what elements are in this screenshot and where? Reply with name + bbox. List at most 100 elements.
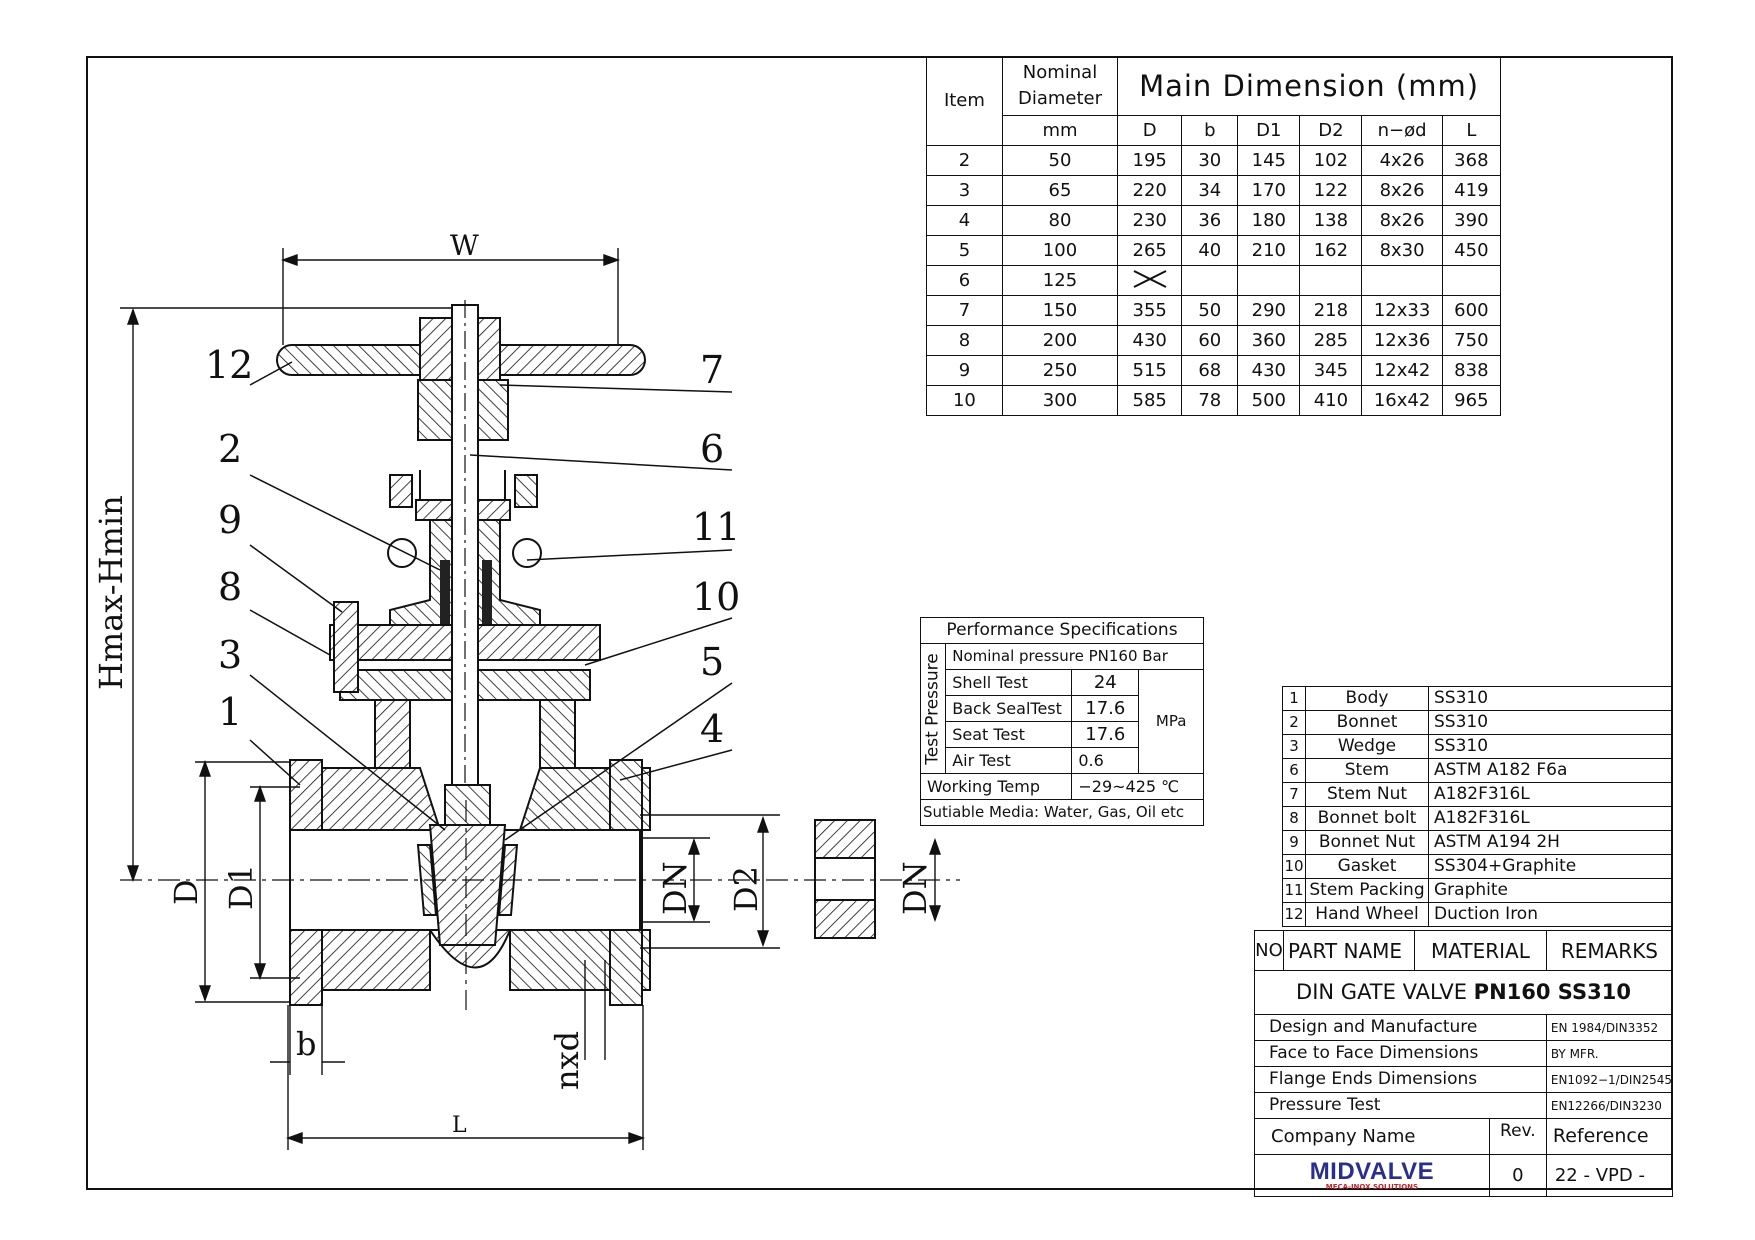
handwheel-left: [276, 344, 421, 376]
part-material: ASTM A194 2H: [1428, 830, 1673, 855]
dimension-cell: 8x26: [1361, 175, 1443, 206]
part-name: Bonnet: [1305, 710, 1429, 735]
company-logo: MIDVALVE MECA-INOX SOLUTIONS: [1254, 1154, 1490, 1197]
standard-value: BY MFR.: [1545, 1040, 1674, 1067]
valve-drawing: 12 7 6 2 11 9 8 10 3 5 1 4 W Hmax-Hmin D…: [92, 229, 960, 1150]
dimension-cell: 200: [1001, 325, 1119, 356]
dimension-cell: 430: [1237, 355, 1301, 386]
dimension-cell: 100: [1001, 235, 1119, 266]
part-no: 6: [1282, 758, 1306, 783]
test-pressure-label: Test Pressure: [919, 643, 947, 774]
dimension-cell: 10: [926, 385, 1003, 416]
dimension-cell: 500: [1237, 385, 1301, 416]
dimension-cell: 410: [1299, 385, 1363, 416]
standard-label: Flange Ends Dimensions: [1254, 1066, 1547, 1093]
dimension-cell: 195: [1117, 145, 1183, 176]
dimension-cell: 122: [1299, 175, 1363, 206]
part-no: 1: [1282, 686, 1306, 711]
callout-8: 8: [218, 565, 242, 609]
header-material: MATERIAL: [1414, 930, 1547, 971]
dimension-cell: 78: [1181, 385, 1239, 416]
dimension-cell: 170: [1237, 175, 1301, 206]
standard-label: Pressure Test: [1254, 1092, 1547, 1119]
dimension-cell: 40: [1181, 235, 1239, 266]
col-nominal-header: Nominal Diameter: [1001, 56, 1119, 116]
dimension-cell: 68: [1181, 355, 1239, 386]
working-temp-value: −29~425 ℃: [1071, 773, 1204, 800]
dim-label-d: D: [167, 879, 205, 905]
dim-label-d2: D2: [727, 866, 765, 912]
performance-table: Performance Specifications Test Pressure…: [919, 617, 1204, 826]
test-value: 17.6: [1071, 695, 1140, 722]
dimension-cell: [1237, 265, 1301, 296]
part-name: Gasket: [1305, 854, 1429, 879]
dimension-cell: 8x26: [1361, 205, 1443, 236]
test-name: Seat Test: [945, 721, 1073, 748]
company-name-label: Company Name: [1254, 1118, 1490, 1155]
part-material: SS310: [1428, 686, 1673, 711]
part-name: Stem Nut: [1305, 782, 1429, 807]
dimension-cell: 16x42: [1361, 385, 1443, 416]
dimension-cell: 230: [1117, 205, 1183, 236]
dimension-cell: 4: [926, 205, 1003, 236]
dim-label-dn-detail: DN: [896, 861, 934, 915]
dimension-cell: 450: [1441, 235, 1502, 266]
dimension-cell: 218: [1299, 295, 1363, 326]
dim-label-dn: DN: [656, 861, 694, 915]
part-material: Duction Iron: [1428, 902, 1673, 927]
part-no: 10: [1282, 854, 1306, 879]
part-no: 12: [1282, 902, 1306, 927]
header-no: NO: [1254, 930, 1284, 971]
standard-value: EN 1984/DIN3352: [1545, 1014, 1674, 1041]
dimension-cell: 285: [1299, 325, 1363, 356]
dimension-cell: 2: [926, 145, 1003, 176]
part-no: 11: [1282, 878, 1306, 903]
performance-title: Performance Specifications: [920, 617, 1204, 644]
unit-cell: b: [1181, 115, 1239, 146]
test-value: 0.6: [1071, 747, 1140, 774]
callout-10: 10: [692, 575, 740, 619]
part-name: Wedge: [1305, 734, 1429, 759]
dim-label-h: Hmax-Hmin: [92, 495, 130, 690]
dimension-cell: 50: [1001, 145, 1119, 176]
dim-label-l: L: [452, 1113, 467, 1138]
part-name: Body: [1305, 686, 1429, 711]
title-block: NO PART NAME MATERIAL REMARKS DIN GATE V…: [1254, 930, 1674, 1197]
part-name: Hand Wheel: [1305, 902, 1429, 927]
callout-6: 6: [700, 427, 724, 471]
reference-value: 22 - VPD -: [1545, 1154, 1674, 1197]
dimension-cell: 585: [1117, 385, 1183, 416]
test-value: 17.6: [1071, 721, 1140, 748]
dimension-cell: 300: [1001, 385, 1119, 416]
part-name: Stem: [1305, 758, 1429, 783]
rev-label: Rev.: [1488, 1118, 1547, 1155]
not-applicable-mark: [1117, 265, 1183, 296]
dimension-cell: 12x33: [1361, 295, 1443, 326]
dimension-cell: 360: [1237, 325, 1301, 356]
dimension-cell: 250: [1001, 355, 1119, 386]
standard-value: EN12266/DIN3230: [1545, 1092, 1674, 1119]
dim-label-nxd: nxd: [548, 1031, 586, 1090]
part-material: SS310: [1428, 734, 1673, 759]
reference-label: Reference: [1545, 1118, 1674, 1155]
dimension-cell: 210: [1237, 235, 1301, 266]
standard-value: EN1092−1/DIN2545: [1545, 1066, 1674, 1093]
dimension-cell: 265: [1117, 235, 1183, 266]
unit-cell: L: [1441, 115, 1502, 146]
dimension-cell: 355: [1117, 295, 1183, 326]
unit-cell: n−ød: [1361, 115, 1443, 146]
dimension-cell: 419: [1441, 175, 1502, 206]
working-temp-label: Working Temp: [919, 773, 1073, 800]
dimension-cell: 34: [1181, 175, 1239, 206]
